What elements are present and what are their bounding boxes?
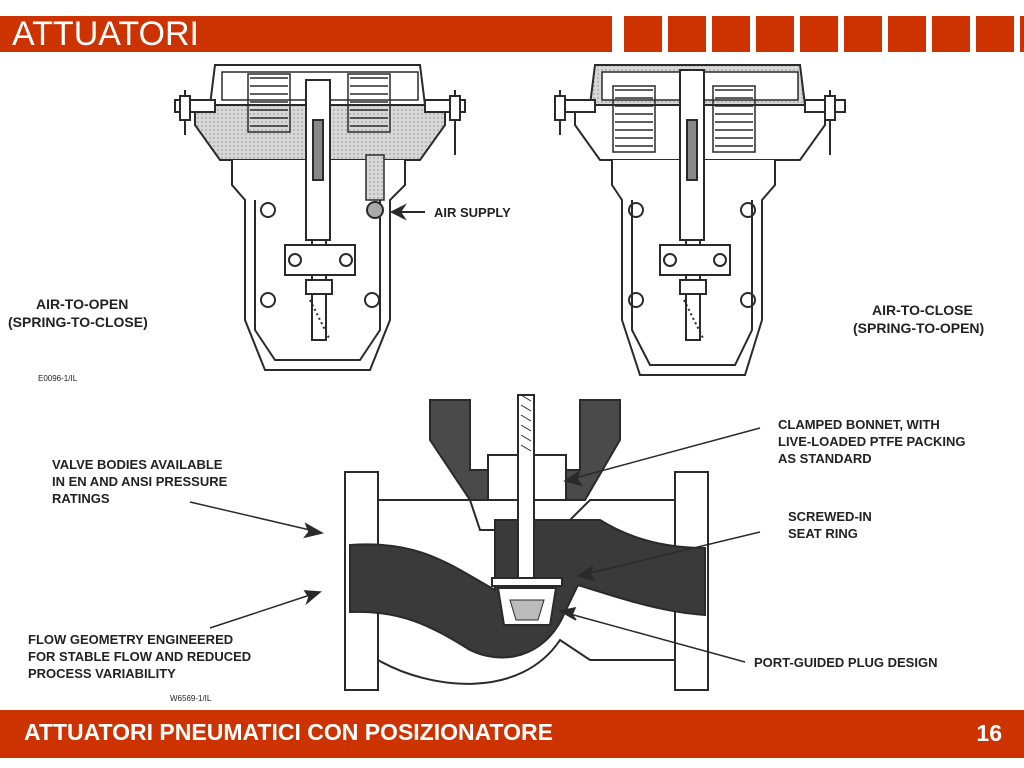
actuator-right: [554, 64, 846, 376]
header-decor-block: [888, 16, 926, 52]
header-decor-block: [932, 16, 970, 52]
label-flow-geometry: FLOW GEOMETRY ENGINEERED FOR STABLE FLOW…: [28, 632, 252, 681]
label-drawing-code-actuator: E0096-1/IL: [38, 374, 78, 383]
label-seat-ring: SCREWED-IN SEAT RING: [788, 509, 872, 541]
title-bar: [0, 16, 612, 52]
callout-lines: [189, 427, 761, 663]
slide-title: ATTUATORI: [12, 15, 199, 53]
label-air-supply: AIR SUPPLY: [434, 205, 511, 220]
label-spring-to-open: (SPRING-TO-OPEN): [853, 320, 985, 336]
header-decor-block: [1020, 16, 1024, 52]
actuator-left: [174, 64, 466, 371]
label-clamped-bonnet: CLAMPED BONNET, WITH LIVE-LOADED PTFE PA…: [778, 417, 966, 466]
label-plug-design: PORT-GUIDED PLUG DESIGN: [754, 655, 938, 670]
valve-body: [344, 394, 709, 691]
label-air-to-close: AIR-TO-CLOSE: [872, 302, 973, 318]
footer-bar: ATTUATORI PNEUMATICI CON POSIZIONATORE 1…: [0, 710, 1024, 758]
header-decor-block: [800, 16, 838, 52]
air-supply-arrow: [389, 203, 425, 221]
header-decor-block: [976, 16, 1014, 52]
footer-title: ATTUATORI PNEUMATICI CON POSIZIONATORE: [24, 719, 553, 745]
header-decor-block: [712, 16, 750, 52]
label-drawing-code-valve: W6569-1/IL: [170, 694, 212, 703]
header-decor-block: [844, 16, 882, 52]
header-decor-block: [668, 16, 706, 52]
label-valve-bodies: VALVE BODIES AVAILABLE IN EN AND ANSI PR…: [52, 457, 228, 506]
label-air-to-open: AIR-TO-OPEN: [36, 296, 129, 312]
label-spring-to-close: (SPRING-TO-CLOSE): [8, 314, 148, 330]
page-number: 16: [976, 720, 1002, 746]
header-decor-block: [756, 16, 794, 52]
header-decor-block: [624, 16, 662, 52]
